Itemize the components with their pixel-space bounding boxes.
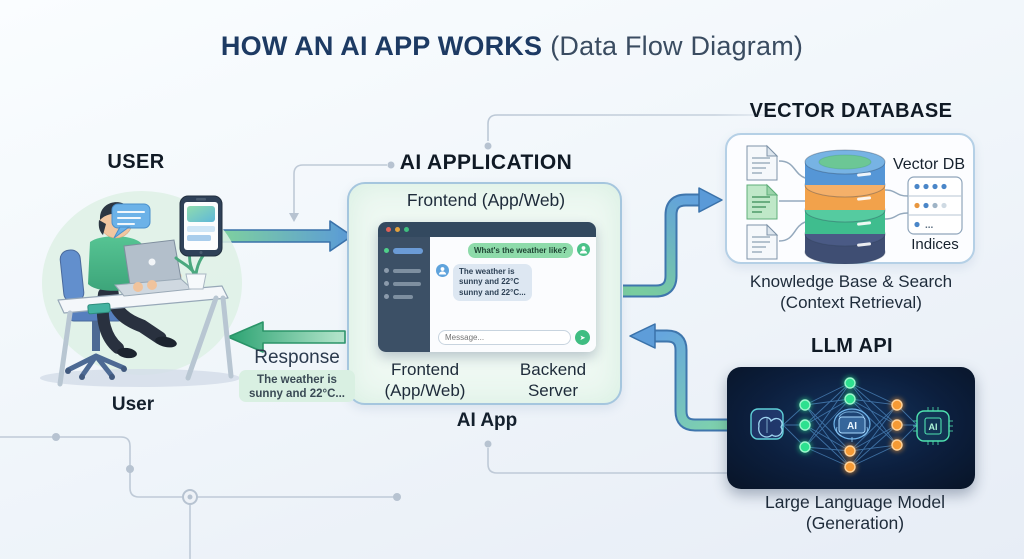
sidebar-bar (393, 268, 421, 273)
vectordb-caption-line: Knowledge Base & Search (749, 272, 953, 291)
sidebar-bar (393, 294, 413, 299)
plant-icon (174, 240, 212, 290)
send-button[interactable]: ➤ (575, 330, 590, 345)
sidebar-bar (393, 247, 423, 254)
vector-database-illustration: ... (746, 144, 963, 264)
message-input[interactable] (438, 330, 571, 345)
smartphone-icon (179, 195, 223, 257)
neural-network-illustration: AI AI (750, 376, 953, 474)
response-bubble-line: sunny and 22°C... (249, 388, 345, 400)
backend-label-line: Backend (519, 360, 587, 379)
page-title: HOW AN AI APP WORKS(Data Flow Diagram) (221, 31, 803, 62)
llm-caption-line: (Generation) (805, 513, 905, 533)
response-label: Response (254, 347, 340, 368)
sidebar-item (378, 290, 430, 303)
vectordb-section-heading: VECTOR DATABASE (749, 100, 953, 122)
maximize-icon (404, 227, 409, 232)
request-arrow (221, 220, 353, 252)
database-cylinder-icon (804, 149, 886, 264)
status-dot-icon (384, 248, 389, 253)
user-caption: User (111, 394, 155, 415)
frontend-label-line: Frontend (390, 360, 460, 379)
brain-icon (750, 408, 784, 440)
minimize-icon (395, 227, 400, 232)
frontend-top-label: Frontend (App/Web) (406, 190, 566, 210)
close-icon (386, 227, 391, 232)
phone-on-desk-icon (87, 302, 111, 315)
bullet-icon (384, 294, 389, 299)
chat-panel: What's the weather like? The weather is … (430, 237, 596, 352)
indices-label: Indices (911, 236, 959, 253)
sidebar-item (378, 264, 430, 277)
page-title-sub: (Data Flow Diagram) (550, 31, 804, 61)
browser-titlebar (378, 222, 596, 237)
user-section-heading: USER (107, 151, 165, 173)
bot-message-line: sunny and 22°C... (459, 287, 526, 297)
document-icons (746, 144, 779, 260)
sidebar-item-active (378, 244, 430, 257)
vectordb-label: Vector DB (892, 156, 966, 173)
indices-ellipsis: ... (925, 220, 934, 231)
ai-center-label: AI (847, 421, 857, 432)
bullet-icon (384, 281, 389, 286)
frontend-label-line: (App/Web) (384, 381, 466, 400)
vectordb-caption: Knowledge Base & Search (Context Retriev… (750, 271, 952, 313)
vectordb-caption-line: (Context Retrieval) (780, 293, 922, 312)
message-input-row: ➤ (438, 330, 590, 345)
browser-window: What's the weather like? The weather is … (378, 222, 596, 352)
sidebar-item (378, 277, 430, 290)
backend-label-line: Server (527, 381, 579, 400)
backend-label: Backend Server (520, 359, 586, 401)
ai-chip-label: AI (929, 422, 938, 432)
response-arrow (227, 321, 346, 353)
user-avatar-icon (577, 243, 590, 256)
bot-avatar-icon (436, 264, 449, 277)
ai-brain-center-icon: AI (833, 408, 871, 442)
app-to-vectordb-arrow (623, 187, 723, 298)
send-icon: ➤ (579, 334, 586, 342)
bot-message-line: The weather is (459, 267, 515, 276)
frontend-bottom-label: Frontend (App/Web) (385, 359, 466, 401)
llm-to-app-arrow (629, 323, 727, 432)
network-nodes (799, 377, 903, 473)
response-bubble-line: The weather is (257, 374, 337, 386)
response-bubble: The weather is sunny and 22°C... (239, 370, 355, 402)
app-caption: AI App (456, 410, 518, 431)
user-message-row: What's the weather like? (436, 243, 590, 258)
llm-caption-line: Large Language Model (764, 492, 946, 512)
browser-body: What's the weather like? The weather is … (378, 237, 596, 352)
bot-message-row: The weather is sunny and 22°C sunny and … (436, 264, 590, 302)
ai-chip-icon: AI (913, 407, 953, 445)
user-illustration (40, 191, 242, 387)
speech-bubble-icon (111, 203, 151, 239)
bullet-icon (384, 268, 389, 273)
connector-node-dots (52, 142, 492, 505)
indices-table: ... (907, 176, 963, 235)
app-section-heading: AI APPLICATION (399, 151, 573, 174)
network-edges (782, 382, 918, 468)
llm-caption: Large Language Model (Generation) (765, 492, 945, 534)
doc-to-db-connectors (778, 160, 909, 242)
bot-message-line: sunny and 22°C (459, 277, 520, 287)
user-message-bubble: What's the weather like? (467, 243, 573, 258)
sidebar-bar (393, 281, 421, 286)
llm-section-heading: LLM API (810, 335, 894, 357)
browser-sidebar (378, 237, 430, 352)
bot-message-bubble: The weather is sunny and 22°C sunny and … (453, 264, 532, 302)
page-title-main: HOW AN AI APP WORKS (220, 31, 543, 61)
